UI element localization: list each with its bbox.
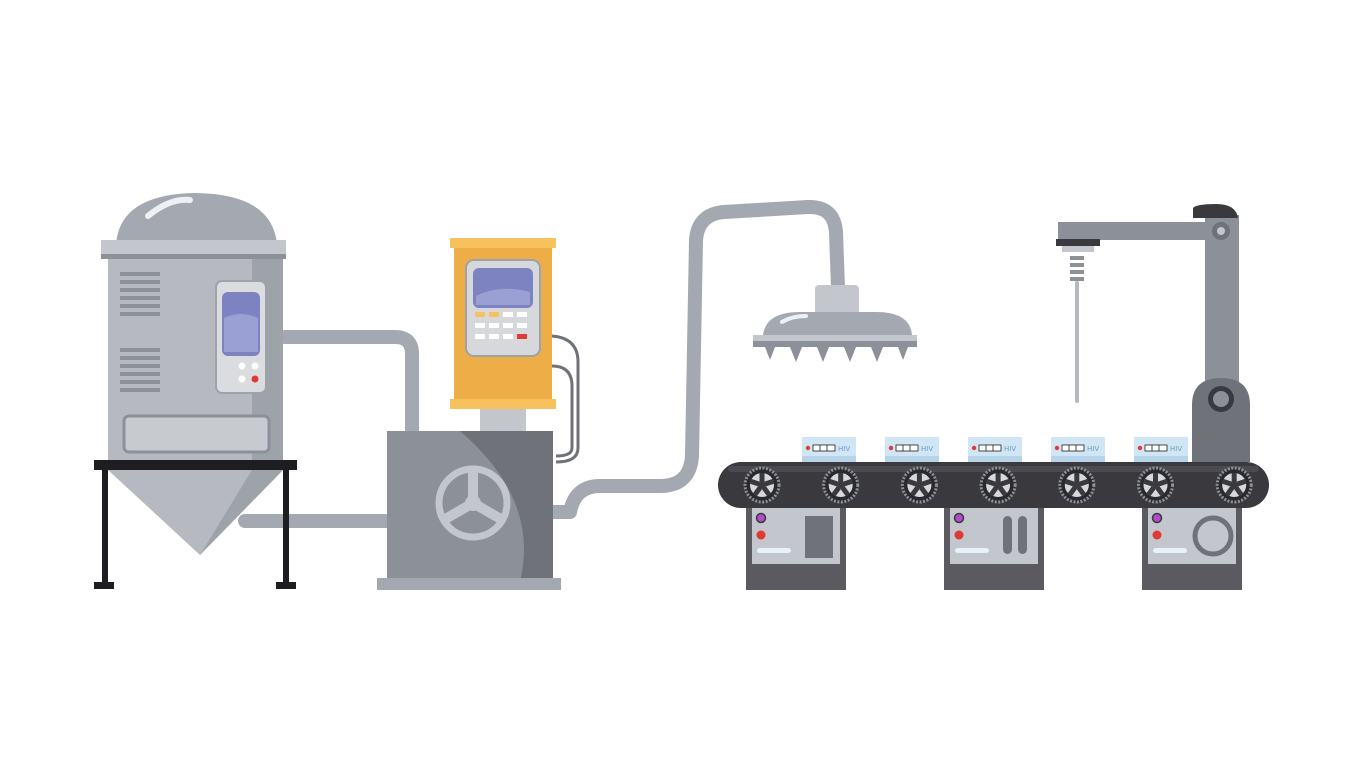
controller-keypad [475, 312, 527, 339]
tank-button-red [251, 375, 259, 383]
test-kit-package-icon: HIV [885, 437, 939, 462]
pipe-mixer-to-dispenser [546, 200, 845, 519]
control-panel-icon [450, 238, 580, 464]
package-label: HIV [1170, 445, 1182, 453]
package-label: HIV [838, 445, 850, 453]
roller-wheel-icon [900, 466, 938, 504]
test-kit-package-icon: HIV [1051, 437, 1105, 462]
mixer-machine-icon [377, 431, 561, 590]
pipes [238, 200, 845, 528]
tank-button [251, 362, 259, 370]
test-kit-package-icon: HIV [968, 437, 1022, 462]
pipe-tank-to-mixer [278, 330, 419, 437]
roller-wheel-icon [1137, 466, 1174, 504]
test-kit-package-icon: HIV [1134, 437, 1188, 462]
roller-wheel-icon [1058, 466, 1096, 504]
robot-tool-springs [1070, 256, 1084, 281]
tank-button [238, 362, 246, 370]
conveyor-belt-icon [718, 462, 1269, 508]
package-label: HIV [921, 445, 933, 453]
roller-wheel-icon [743, 466, 781, 504]
tank-stand [94, 460, 297, 589]
package-label: HIV [1004, 445, 1016, 453]
dispenser-nozzles [765, 347, 908, 362]
cabinet-1 [746, 508, 846, 590]
cabinet-2 [944, 508, 1044, 590]
cabinet-3 [1142, 508, 1242, 590]
tank-button [238, 375, 246, 383]
roller-wheel-icon [822, 466, 860, 504]
package-row: HIV HIV HIV HIV HIV [802, 437, 1188, 462]
conveyor-cabinets [746, 508, 1242, 590]
roller-wheel-icon [1215, 466, 1253, 504]
roller-wheel-icon [979, 466, 1017, 504]
valve-wheel-icon [435, 465, 511, 541]
dispenser-head-icon [753, 285, 917, 362]
robot-arm-icon [1056, 204, 1250, 462]
package-label: HIV [1087, 445, 1099, 453]
storage-tank-icon [94, 193, 297, 589]
test-kit-package-icon: HIV [802, 437, 856, 462]
vent-grille [120, 272, 160, 392]
conveyor-rollers [743, 466, 1253, 504]
